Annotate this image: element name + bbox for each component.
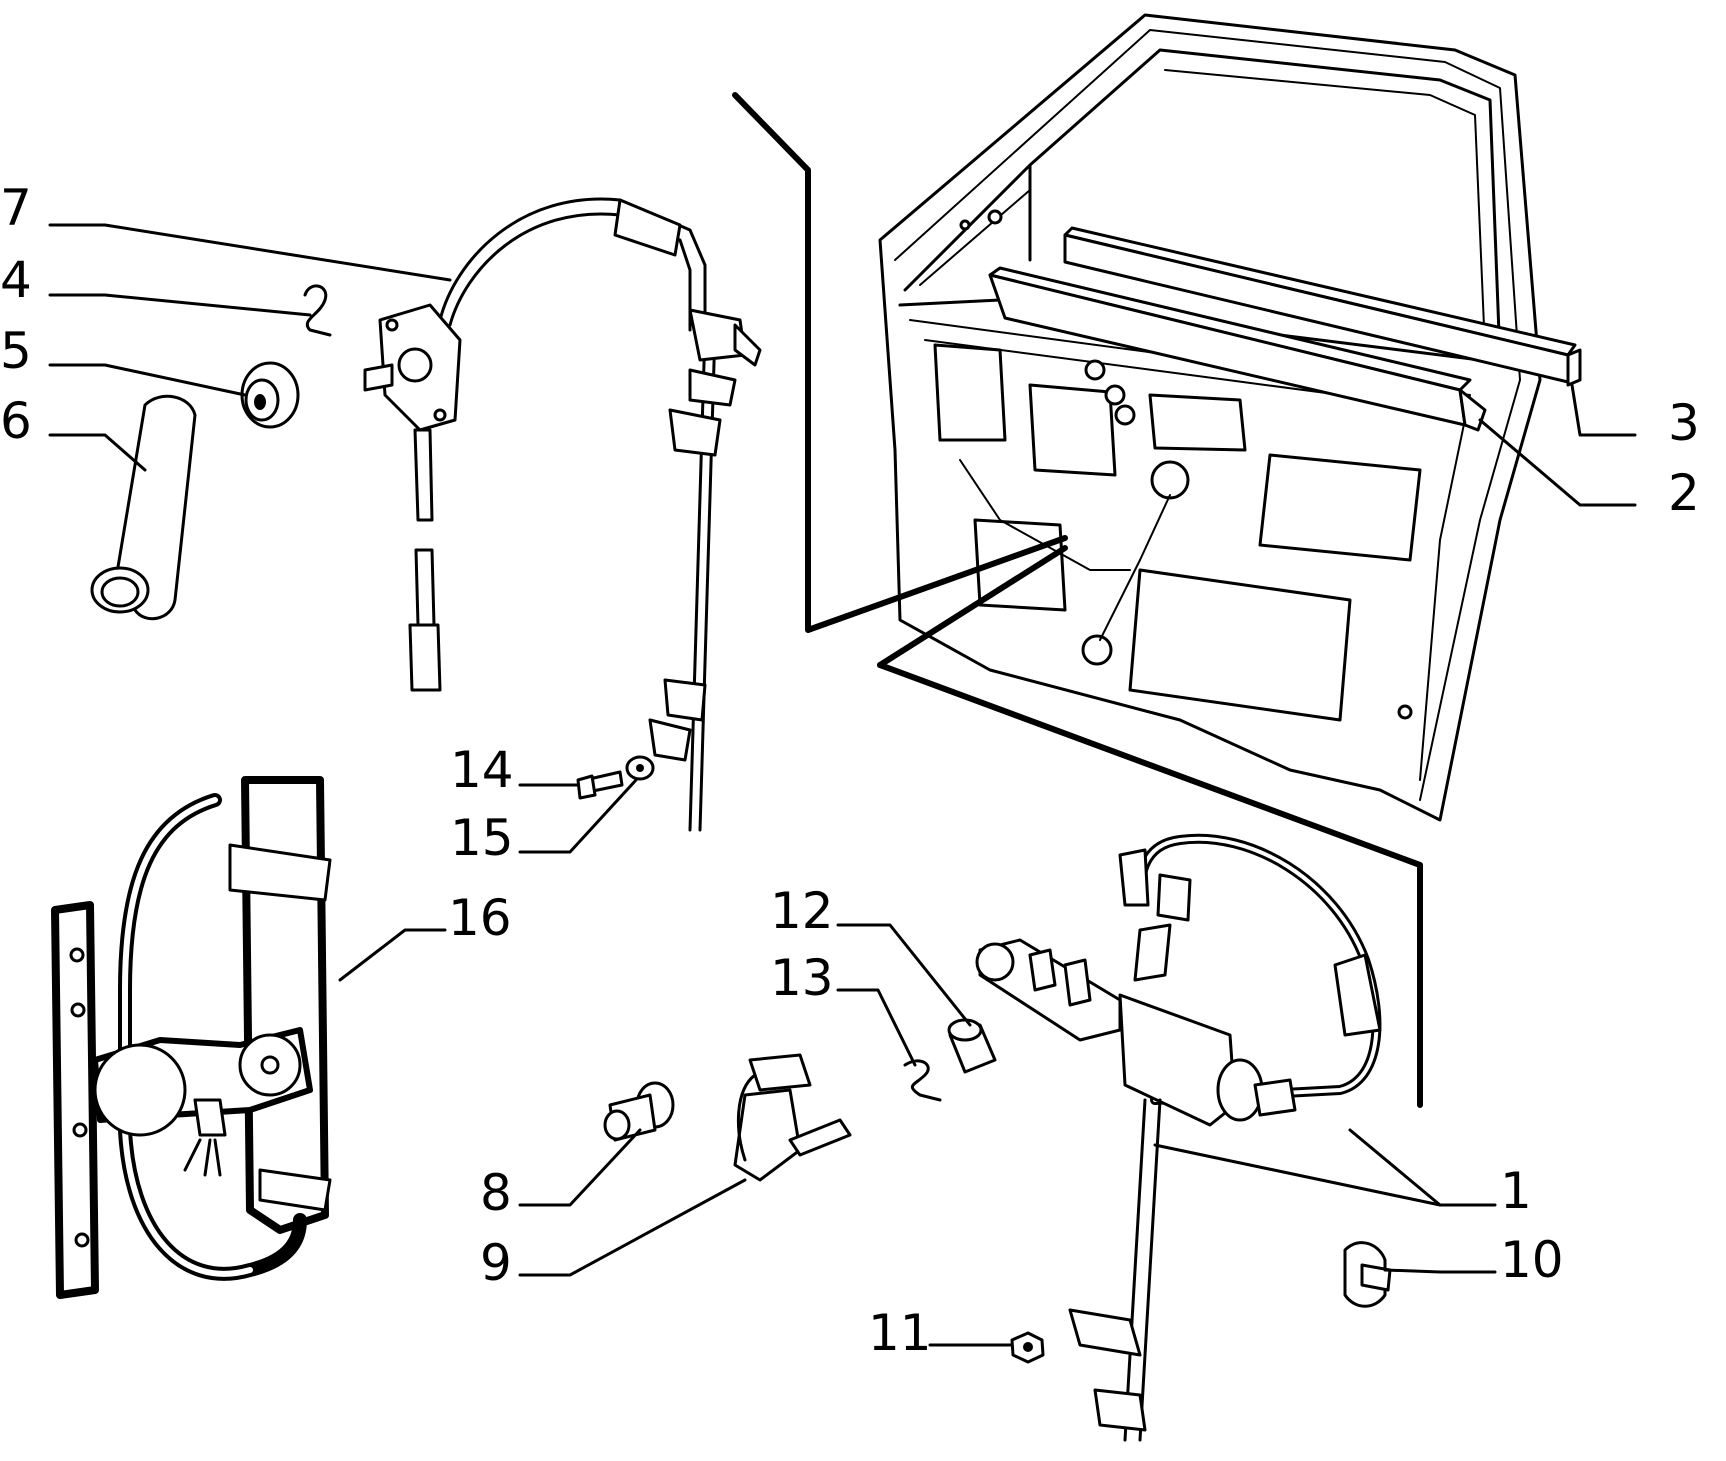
part-6-crank-handle (90, 394, 197, 621)
callout-5: 5 (0, 322, 32, 380)
part-4-spring-clip (303, 284, 332, 337)
callout-7: 7 (0, 179, 32, 237)
callout-2: 2 (1668, 464, 1700, 522)
part-14-screw (576, 770, 624, 800)
part-15-washer (625, 755, 655, 781)
callout-11: 11 (868, 1304, 932, 1362)
callout-6: 6 (0, 392, 32, 450)
callout-14: 14 (450, 741, 514, 799)
callout-9: 9 (480, 1234, 512, 1292)
callout-16: 16 (448, 889, 512, 947)
part-1-power-window-motor (975, 833, 1382, 1442)
part-13-clip (903, 1059, 942, 1102)
part-10-clip (1343, 1241, 1392, 1308)
callout-8: 8 (480, 1164, 512, 1222)
part-12-bushing (947, 1018, 997, 1074)
manual-window-regulator (363, 197, 762, 832)
callout-labels: 7 4 5 6 14 15 16 12 13 8 9 10 11 1 2 3 (0, 179, 1700, 1362)
callout-leaders (48, 223, 1637, 1347)
part-9-switch-bracket (733, 1053, 852, 1182)
callout-10: 10 (1500, 1231, 1564, 1289)
callout-12: 12 (770, 882, 834, 940)
callout-15: 15 (450, 809, 514, 867)
part-16-power-regulator (51, 776, 332, 1299)
detail-leader-lines (732, 92, 1423, 1108)
window-channel-2 (988, 266, 1487, 432)
callout-4: 4 (0, 251, 32, 309)
part-11-nut (1010, 1331, 1045, 1364)
part-8-grommet (603, 1081, 675, 1142)
callout-13: 13 (770, 949, 834, 1007)
callout-1: 1 (1500, 1162, 1532, 1220)
window-channel-3 (1063, 226, 1582, 387)
door-panel (878, 13, 1582, 822)
callout-3: 3 (1668, 394, 1700, 452)
part-5-bezel (240, 361, 300, 429)
